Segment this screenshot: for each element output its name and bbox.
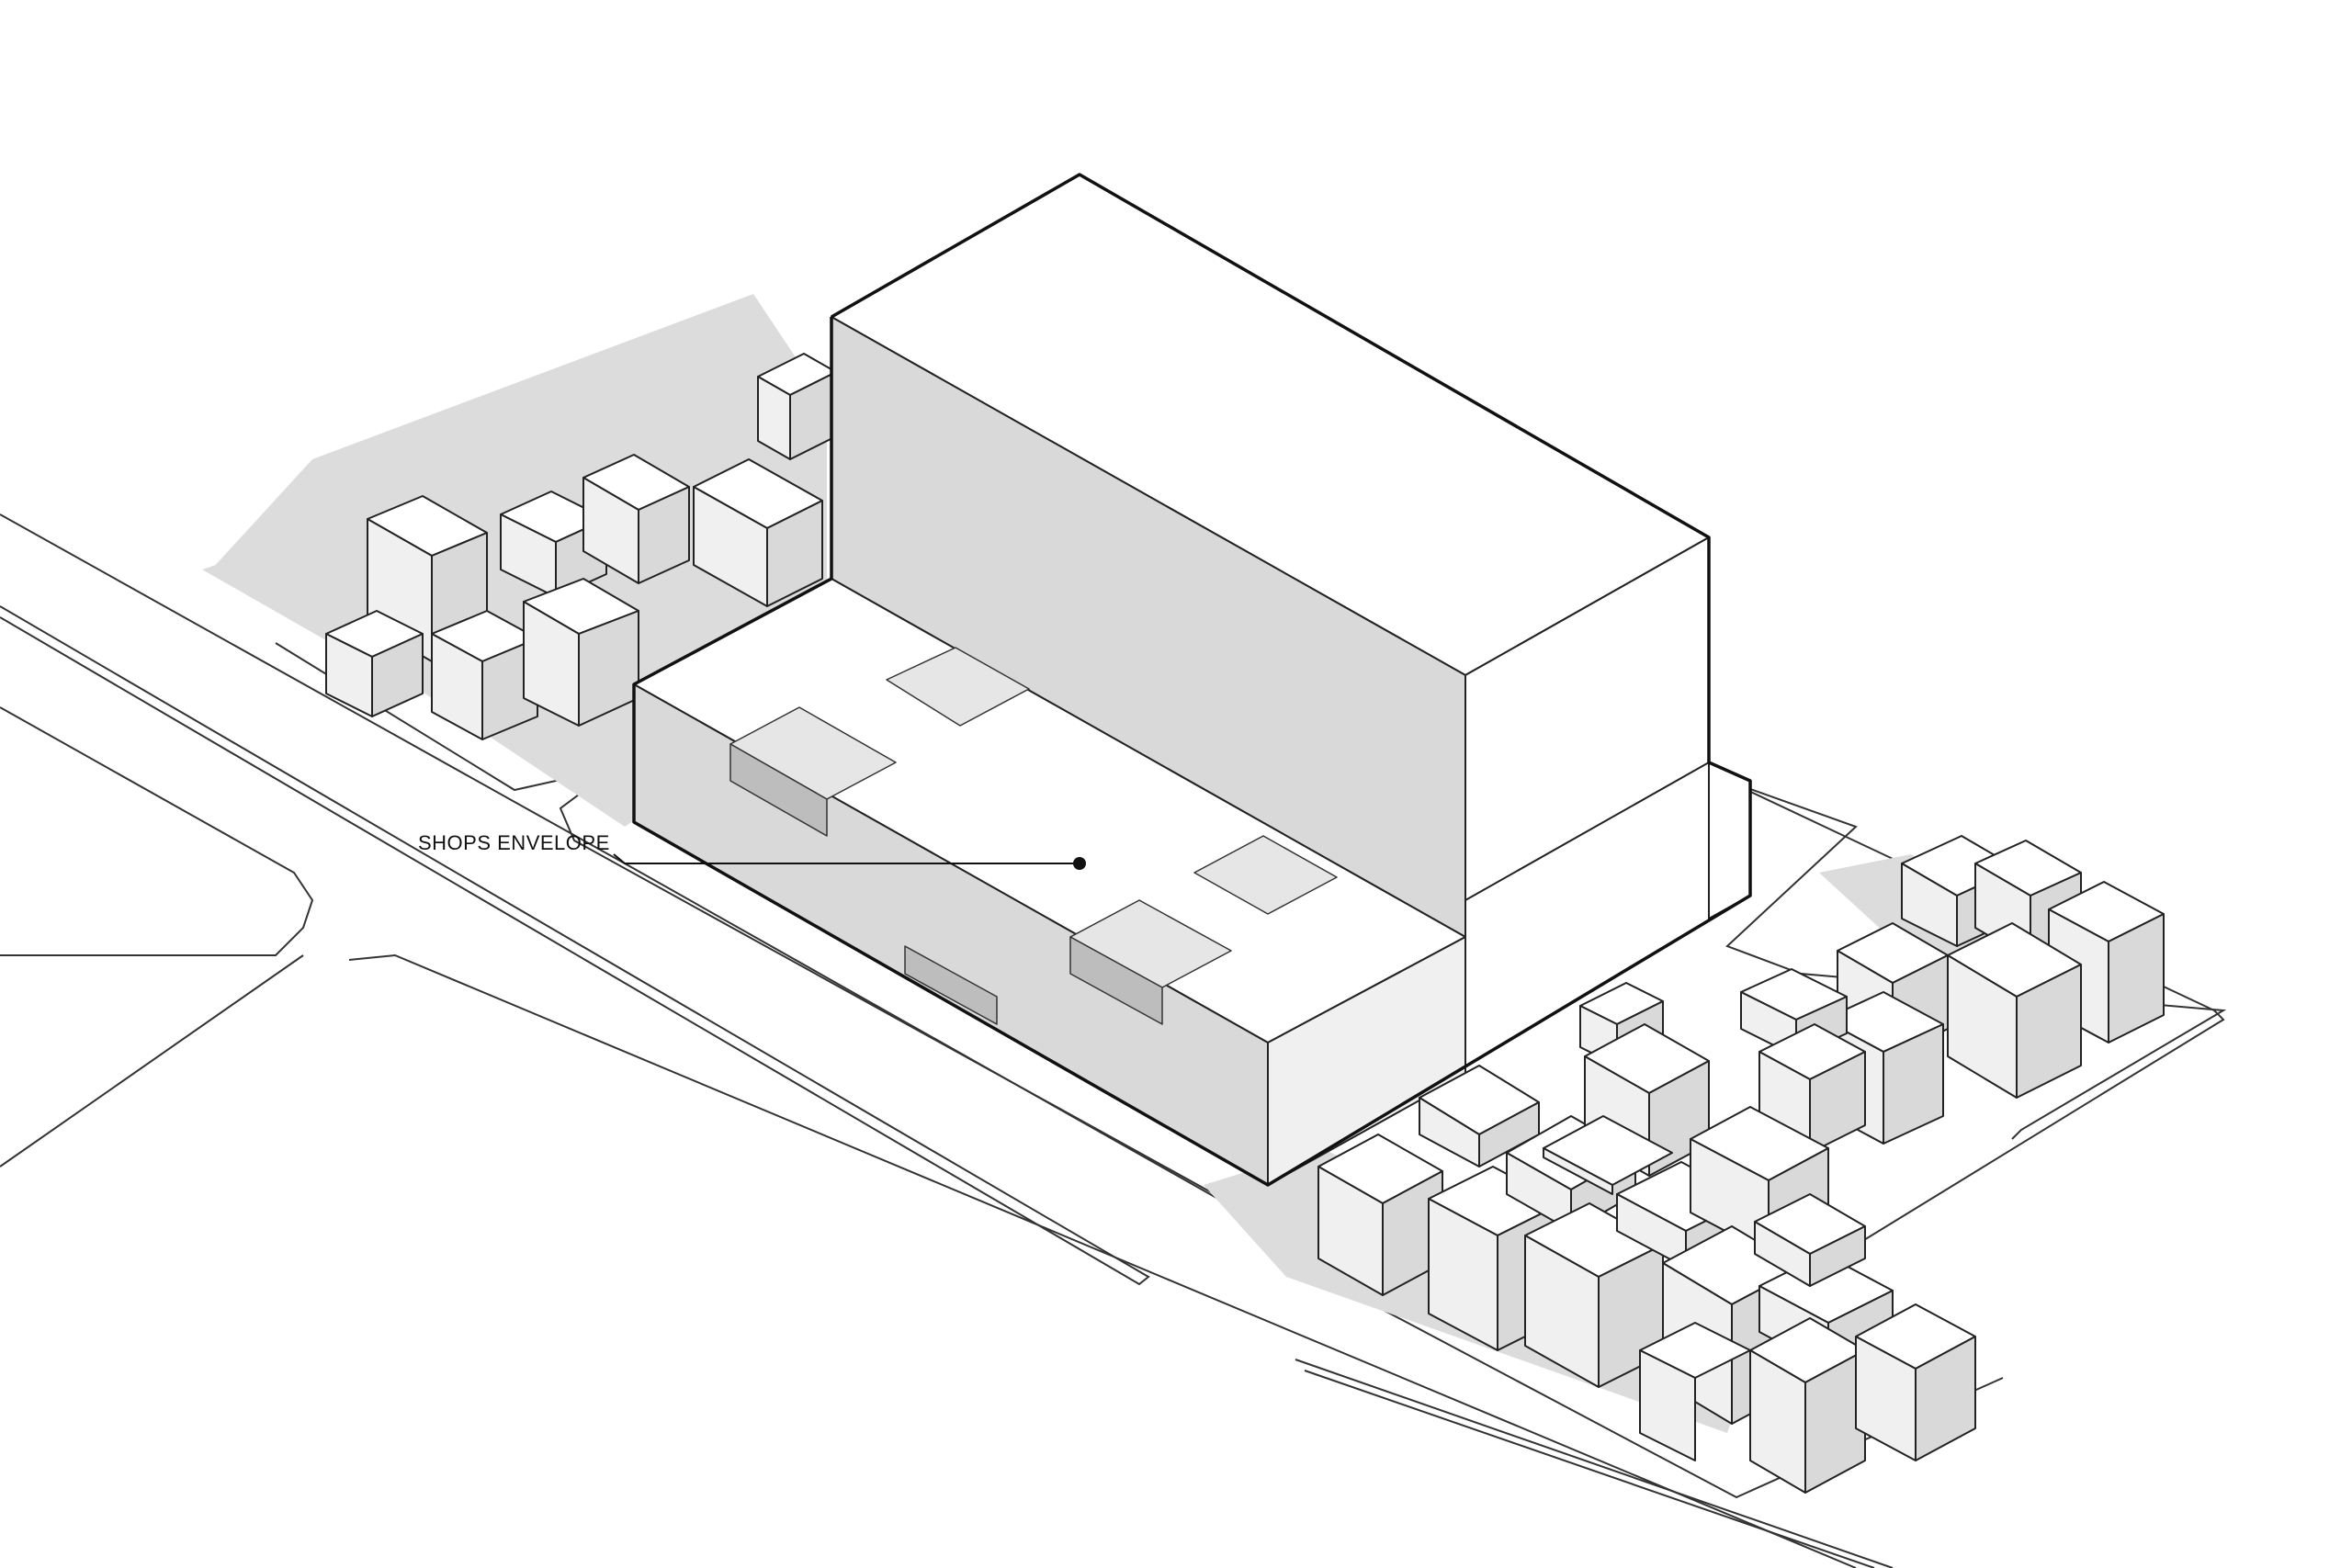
south-buildings xyxy=(1317,1023,1976,1494)
e-block-h-right xyxy=(1809,1051,1866,1154)
road-median-1 xyxy=(0,605,1150,1286)
east-road-edge-2 xyxy=(1818,1010,2225,1269)
e-block-c-right xyxy=(2108,913,2165,1043)
s-block-m-right xyxy=(1915,1336,1976,1461)
tower xyxy=(831,174,1751,938)
nw-block-f-right xyxy=(638,486,690,584)
shops-envelope xyxy=(633,578,1466,1186)
leader-line xyxy=(613,853,1080,864)
road-edge-south xyxy=(0,706,314,956)
skylight-1-wall xyxy=(729,743,828,837)
leader-dot xyxy=(1073,857,1086,870)
skylight-3 xyxy=(1193,835,1338,915)
s-block-n-right xyxy=(1809,1225,1866,1287)
massing-outline xyxy=(632,173,1752,1187)
s-block-l-right xyxy=(1804,1349,1866,1494)
s-block-o-left xyxy=(1639,1349,1696,1461)
shop-opening xyxy=(904,945,998,1025)
callout-leader xyxy=(613,853,1086,870)
skylight-4-wall xyxy=(1069,936,1163,1025)
nw-block-g-right xyxy=(766,500,823,607)
nw-block-b-right xyxy=(371,633,424,717)
skylight-2 xyxy=(886,647,1030,727)
shops-envelope-label: SHOPS ENVELOPE xyxy=(418,831,610,854)
tower-side-wing xyxy=(1708,761,1751,919)
road-median-2 xyxy=(1295,1359,1894,1568)
road-median-2b xyxy=(1304,1370,1875,1568)
cross-street-edge xyxy=(348,953,1857,1568)
e-block-e-right xyxy=(2016,964,2082,1099)
cross-street-west xyxy=(0,954,304,1168)
east-buildings xyxy=(1579,835,2165,1154)
s-block-g-left xyxy=(1543,1147,1613,1195)
e-block-f-right xyxy=(1883,1023,1944,1145)
